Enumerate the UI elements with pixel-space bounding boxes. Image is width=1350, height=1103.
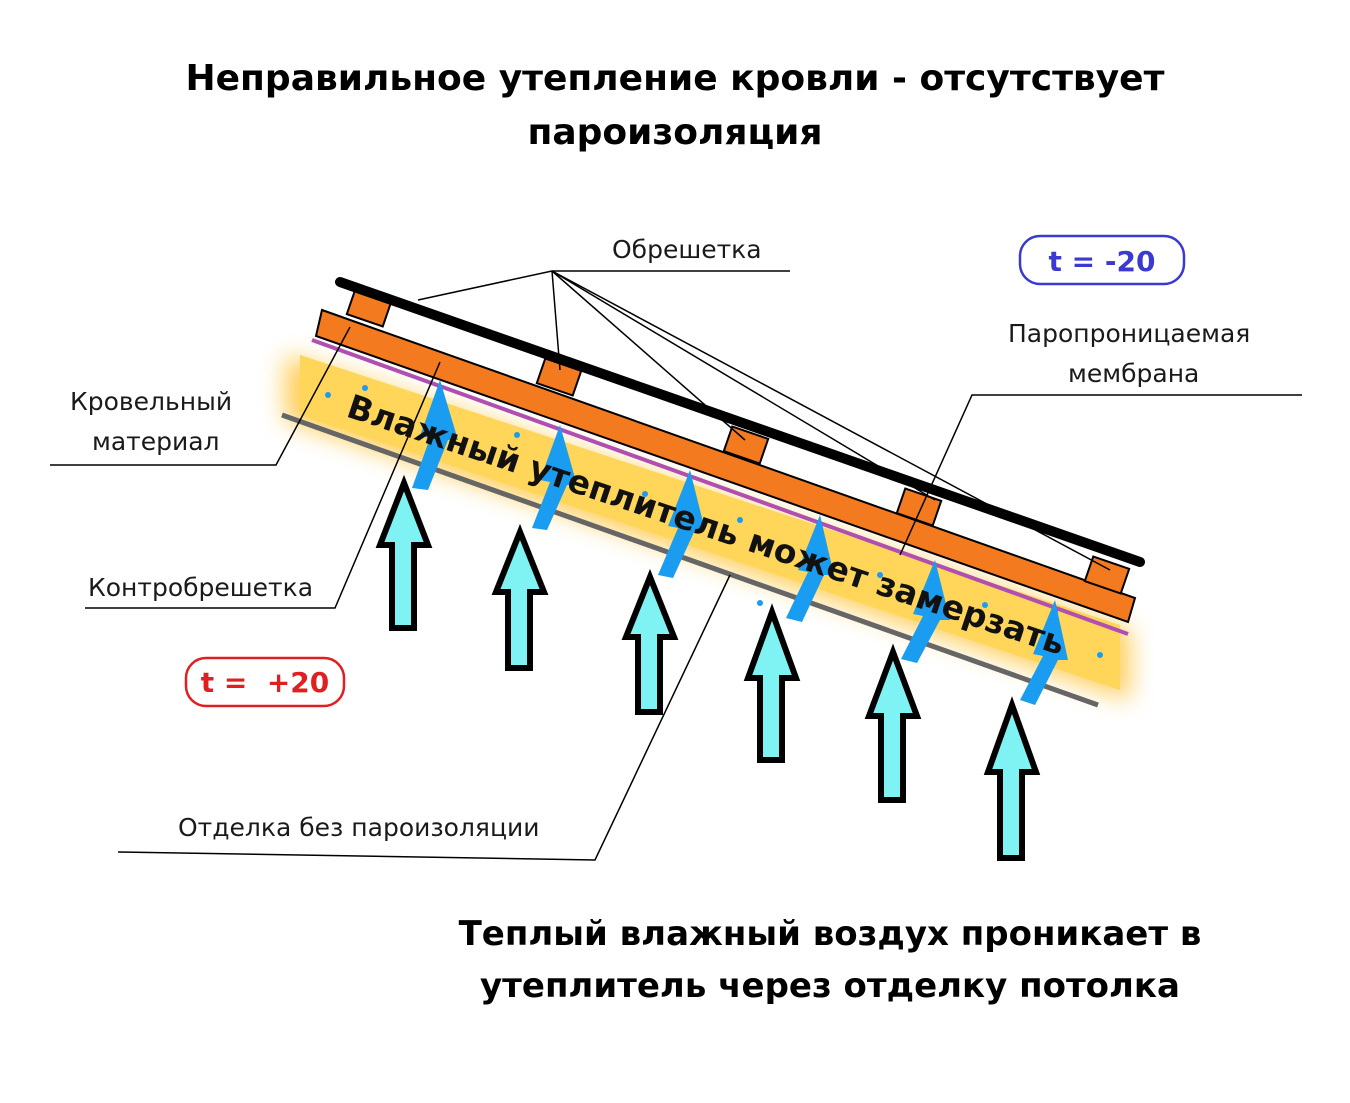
- air-arrows: [375, 474, 1041, 861]
- label-membrana-2: мембрана: [1068, 359, 1199, 388]
- outside-temp: t = -20: [1049, 245, 1156, 278]
- title-line-2: пароизоляция: [527, 112, 823, 153]
- bottom-caption: Теплый влажный воздух проникает в утепли…: [380, 908, 1280, 1012]
- leader-lines: [50, 270, 1302, 861]
- finish-line: [281, 412, 1099, 708]
- diagram-title: Неправильное утепление кровли - отсутств…: [0, 52, 1350, 160]
- label-obreshetka: Обрешетка: [612, 235, 762, 264]
- label-kontrobreshetka: Контробрешетка: [88, 573, 313, 602]
- title-line-1: Неправильное утепление кровли - отсутств…: [185, 58, 1165, 99]
- caption-line-1: Теплый влажный воздух проникает в: [458, 914, 1202, 954]
- counter-batten: [314, 308, 1137, 624]
- vapor-arrows: [412, 380, 1068, 705]
- label-krovelny-2: материал: [92, 427, 220, 456]
- label-otdelka: Отделка без пароизоляции: [178, 813, 540, 842]
- caption-line-2: утеплитель через отделку потолка: [480, 966, 1180, 1006]
- insulation-text: Влажный утеплитель может замерзать: [342, 387, 1070, 663]
- inside-temp-badge: t = +20: [184, 656, 346, 708]
- membrane-line: [311, 338, 1129, 636]
- label-membrana-1: Паропроницаемая: [1008, 319, 1250, 348]
- inside-temp: t = +20: [201, 666, 330, 699]
- battens: [345, 288, 1131, 595]
- label-krovelny-1: Кровельный: [70, 387, 232, 416]
- outside-temp-badge: t = -20: [1018, 234, 1186, 286]
